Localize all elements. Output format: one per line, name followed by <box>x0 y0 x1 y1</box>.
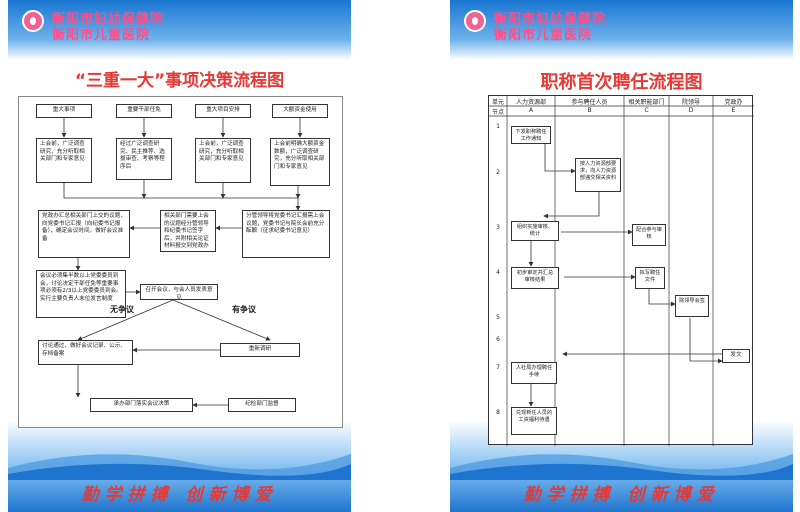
box-a4-summary: 初步审定并汇总审核结果 <box>511 267 559 289</box>
column-applicants: 参与聘任人员 <box>571 99 608 106</box>
box-a7-bureau: 人社局办理聘任手续 <box>511 362 557 384</box>
no-dispute-label: 无争议 <box>110 305 134 314</box>
row-number: 4 <box>496 269 500 276</box>
approval-box: 讨论通过，做好会议记录、公示、存档备案 <box>38 340 133 365</box>
reresearch-box: 重新调研 <box>220 343 300 357</box>
row-number: 8 <box>496 409 500 416</box>
quorum-rule-box: 会议必须集半数以上党委委员到会，讨论决定干部任免等重要事项必须有2/3以上党委委… <box>36 270 126 318</box>
column-letter-c: C <box>644 107 649 114</box>
decorative-wave <box>450 454 793 480</box>
column-letter-d: D <box>688 107 694 114</box>
row-number: 3 <box>496 224 500 231</box>
party-office-box: 党政办汇总相关部门上交的议题，向党委书记汇报（向纪委书记报备），确定会议时间，做… <box>38 210 130 258</box>
hospital-name-line2: 衡阳市儿童医院 <box>52 28 151 43</box>
step-research-projects: 上会前，广泛调查研究，充分听取相关部门和专家意见 <box>195 138 251 183</box>
dispute-label: 有争议 <box>232 305 256 314</box>
flow-arrows <box>61 118 303 408</box>
right-poster: 衡阳市妇幼保健院 衡阳市儿童医院 职称首次聘任流程图 单元 节点 人力资源部 参… <box>450 0 793 512</box>
column-functional-depts: 相关职能部门 <box>628 99 665 106</box>
category-major-matters: 重大事项 <box>36 104 92 118</box>
hospital-logo-icon <box>22 10 44 32</box>
execute-decision-box: 承办部门落实会议决策 <box>90 398 193 412</box>
poster-slogan: 勤学拼搏 创新博爱 <box>81 485 278 505</box>
row-number: 1 <box>496 123 500 130</box>
category-large-funds: 大额资金使用 <box>272 104 328 118</box>
leader-report-box: 分管领导将党委书记汇报需上会议题，党委书记与院长会前充分酝酿（征求纪委书记意见） <box>242 210 330 258</box>
process-arrows <box>528 136 729 407</box>
column-letter-a: A <box>528 107 534 114</box>
convene-meeting-box: 召开会议，与会人员发表意见 <box>140 284 218 300</box>
box-d5-signoff: 院领导会签 <box>675 295 709 317</box>
decorative-wave <box>8 454 351 480</box>
row-number: 7 <box>496 364 500 371</box>
left-poster: 衡阳市妇幼保健院 衡阳市儿童医院 “三重一大”事项决策流程图 重大事项 重要干部… <box>8 0 351 512</box>
hospital-logo-icon <box>464 10 486 32</box>
supervision-box: 纪检部门监督 <box>228 398 296 412</box>
row-number: 2 <box>496 169 500 176</box>
box-a1-notice: 下发职称聘任工作通知 <box>511 126 551 144</box>
step-research-funds: 上会前明确大额资金数额，广泛调查研究，充分听取相关部门和专家意见 <box>270 138 330 186</box>
step-research-major-matters: 上会前，广泛调查研究，充分听取相关部门和专家意见 <box>36 138 92 183</box>
column-hr: 人力资源部 <box>515 99 546 106</box>
column-letter-b: B <box>587 107 592 114</box>
step-recommend-cadre: 经过广泛调查研究、民主推荐、选拔审查、考察等程序后 <box>116 138 172 180</box>
dept-submit-box: 相关部门需要上会的议题经分管领导和纪委书记签字后，并附相关论证材料报交到党政办 <box>160 210 216 252</box>
box-e6-issue: 发文 <box>722 349 750 363</box>
category-cadre-appointment: 重要干部任免 <box>116 104 172 118</box>
hospital-name-line2: 衡阳市儿童医院 <box>494 28 593 43</box>
swimlane-table: 单元 节点 人力资源部 参与聘任人员 相关职能部门 院领导 党政办 A B C … <box>488 95 754 446</box>
category-major-projects: 重大项目安排 <box>195 104 251 118</box>
row-number: 6 <box>496 336 500 343</box>
row-number: 5 <box>496 314 500 321</box>
column-party-office: 党政办 <box>724 99 743 106</box>
poster-title: 职称首次聘任流程图 <box>540 72 703 93</box>
box-c3-assist: 配合参与审核 <box>632 224 666 246</box>
box-a8-benefits: 兑现新任人员的工资福利待遇 <box>511 407 557 435</box>
box-a3-review: 组织实施审核、统计 <box>511 221 559 241</box>
hospital-name-line1: 衡阳市妇幼保健院 <box>494 12 607 27</box>
hospital-name-line1: 衡阳市妇幼保健院 <box>52 12 165 27</box>
header-unit: 单元 <box>491 99 504 106</box>
header-node: 节点 <box>491 109 504 116</box>
column-leadership: 院领导 <box>681 99 700 106</box>
swimlane-grid <box>489 96 754 446</box>
box-c4-draft: 拟写聘任文件 <box>635 267 665 289</box>
box-b2-submit: 按人力资源部要求，向人力资源部递交相关资料 <box>575 158 621 192</box>
poster-title: “三重一大”事项决策流程图 <box>74 71 285 91</box>
poster-slogan: 勤学拼搏 创新博爱 <box>523 485 720 505</box>
column-letter-e: E <box>731 107 736 114</box>
